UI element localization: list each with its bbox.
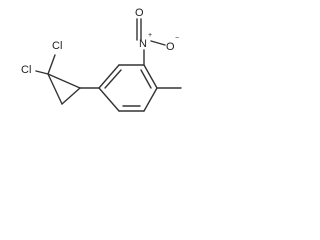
bond-cyclopropane-ch2-ch (61, 87, 81, 105)
atom-label-nitrogen: N (139, 38, 147, 50)
bond-cyclopropane-ccl2-ch2 (47, 73, 63, 105)
atom-charge-oxygen: − (175, 35, 179, 42)
bond-c-cl-upper (47, 54, 56, 75)
atom-label-oxygen-single: O (166, 41, 175, 53)
bond-n-o-single (150, 40, 166, 46)
bond-c-cl-left (35, 70, 49, 75)
bond-ring-c3-c4 (143, 64, 158, 89)
bond-cyclopropane-ch-ccl2 (47, 73, 81, 89)
bond-ring-c4-c5 (143, 87, 158, 112)
atom-label-chlorine-upper: Cl (52, 40, 62, 52)
chemical-structure-diagram: Cl Cl N + O O − (21, 7, 182, 112)
atom-label-oxygen-double: O (135, 7, 144, 19)
atom-label-chlorine-left: Cl (21, 64, 31, 76)
bond-ring-double-2 (140, 69, 152, 89)
bond-ring-double-1 (104, 69, 122, 89)
atom-charge-nitrogen: + (148, 32, 152, 39)
bond-ring-c6-c1 (98, 87, 120, 112)
bond-ring-c1-c2 (98, 64, 120, 89)
